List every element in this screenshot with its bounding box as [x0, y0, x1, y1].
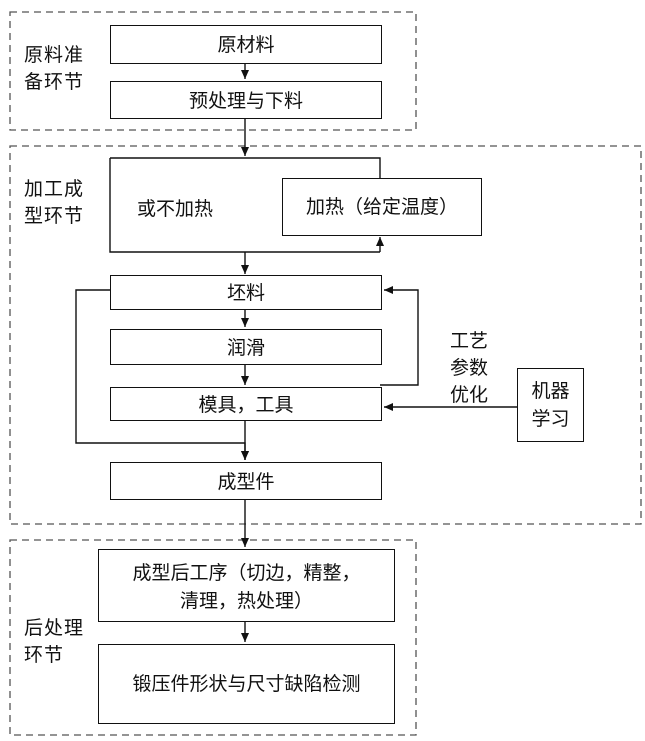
inspection-box: 锻压件形状与尺寸缺陷检测 [98, 644, 395, 724]
formed-part-box: 成型件 [110, 462, 382, 500]
forming-section-frame [9, 145, 642, 525]
post-process-label: 成型后工序（切边，精整， 清理，热处理） [132, 562, 361, 612]
die-tool-box: 模具，工具 [110, 387, 382, 421]
post-process-box: 成型后工序（切边，精整， 清理，热处理） [98, 549, 395, 622]
pretreatment-label: 预处理与下料 [188, 90, 303, 112]
raw-material-label: 原材料 [217, 34, 275, 56]
arrow-billet-bypass-to-formed [75, 289, 249, 460]
lubrication-label: 润滑 [226, 337, 265, 359]
post-section-label: 后处理 环节 [24, 617, 85, 666]
no-heating-label: 或不加热 [137, 198, 214, 220]
optimization-annotation: 工艺 参数 优化 [450, 330, 489, 406]
machine-learning-box: 机器 学习 [517, 368, 584, 442]
billet-box: 坯料 [110, 275, 382, 310]
billet-label: 坯料 [226, 282, 265, 304]
machine-learning-label: 机器 学习 [531, 380, 570, 430]
no-heating-side-edge [109, 158, 380, 253]
prep-section-frame [9, 11, 417, 131]
post-section-frame [9, 539, 417, 736]
formed-part-label: 成型件 [217, 471, 275, 493]
lubrication-box: 润滑 [110, 329, 382, 365]
forming-section-label: 加工成 型环节 [24, 178, 85, 227]
arrow-die-loop-to-billet [380, 286, 419, 386]
raw-material-box: 原材料 [110, 25, 382, 64]
die-tool-label: 模具，工具 [198, 394, 294, 416]
inspection-label: 锻压件形状与尺寸缺陷检测 [132, 673, 361, 695]
heating-label: 加热（给定温度） [305, 196, 458, 218]
pretreatment-box: 预处理与下料 [110, 81, 382, 119]
heating-box: 加热（给定温度） [282, 178, 482, 236]
prep-section-label: 原料准 备环节 [24, 44, 85, 93]
no-heating-top-edge [110, 157, 381, 178]
